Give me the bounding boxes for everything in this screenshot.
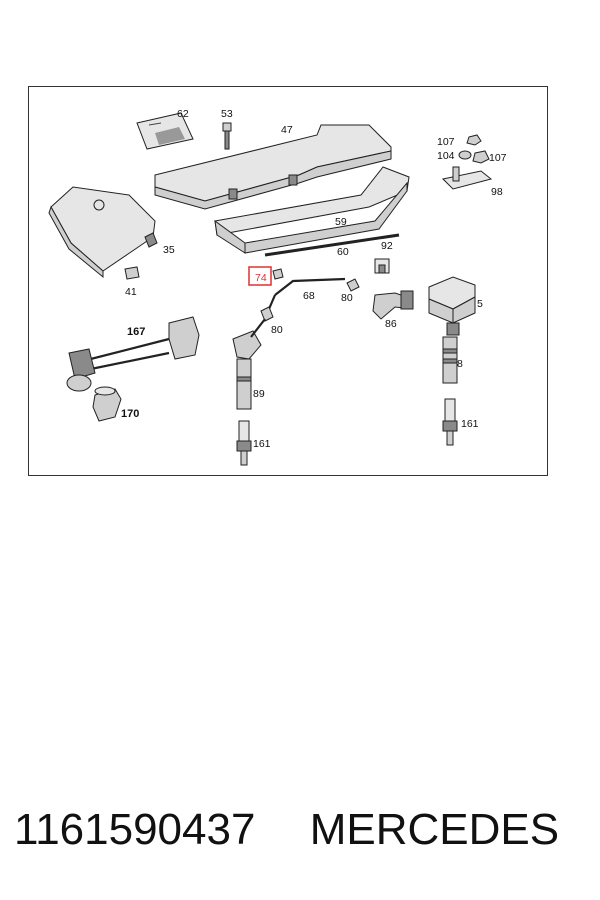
spark-plug-161-right[interactable] xyxy=(442,398,458,446)
ignition-lead-68[interactable] xyxy=(267,277,346,310)
bracket-98[interactable] xyxy=(441,166,493,190)
decal-plate-62[interactable] xyxy=(136,112,194,150)
callout-170[interactable]: 170 xyxy=(121,408,139,420)
cover-strip-59[interactable] xyxy=(214,166,410,254)
spark-lead-167[interactable] xyxy=(66,316,200,392)
callout-80-right[interactable]: 80 xyxy=(341,292,353,304)
footer-caption: 1161590437 MERCEDES xyxy=(14,800,586,860)
connector-80-right[interactable] xyxy=(346,278,360,292)
nut-107-upper[interactable] xyxy=(466,134,482,146)
cover-housing-35[interactable] xyxy=(48,186,158,279)
callout-104[interactable]: 104 xyxy=(437,150,455,162)
callout-98[interactable]: 98 xyxy=(491,186,503,198)
callout-86[interactable]: 86 xyxy=(385,318,397,330)
grommet-74[interactable] xyxy=(248,266,284,286)
nut-107-lower[interactable] xyxy=(472,150,490,164)
callout-92[interactable]: 92 xyxy=(381,240,393,252)
callout-59[interactable]: 59 xyxy=(335,216,347,228)
ignition-coil-5[interactable] xyxy=(428,276,476,336)
ignition-parts-diagram: 62 53 47 107 104 107 xyxy=(48,108,507,466)
callout-89[interactable]: 89 xyxy=(253,388,265,400)
plug-boot-170[interactable] xyxy=(92,386,122,422)
callout-68[interactable]: 68 xyxy=(303,290,315,302)
callout-47[interactable]: 47 xyxy=(281,124,293,136)
callout-107-upper[interactable]: 107 xyxy=(437,136,455,148)
washer-104[interactable] xyxy=(458,150,472,160)
callout-35[interactable]: 35 xyxy=(163,244,175,256)
callout-62[interactable]: 62 xyxy=(177,108,189,120)
callout-80-left[interactable]: 80 xyxy=(271,324,283,336)
strip-60[interactable] xyxy=(264,233,400,257)
callout-41[interactable]: 41 xyxy=(125,286,137,298)
brand-name: MERCEDES xyxy=(309,805,560,854)
callout-107-lower[interactable]: 107 xyxy=(489,152,507,164)
callout-161-left[interactable]: 161 xyxy=(253,438,271,450)
callout-8[interactable]: 8 xyxy=(457,358,463,370)
clip-92[interactable] xyxy=(374,258,390,274)
parts-diagram-frame: 62 53 47 107 104 107 xyxy=(28,86,548,476)
spark-plug-161-left[interactable] xyxy=(236,420,252,466)
callout-74[interactable]: 74 xyxy=(255,272,267,284)
plug-connector-89[interactable] xyxy=(232,318,266,410)
part-number: 1161590437 xyxy=(14,805,256,854)
cover-panel-47[interactable] xyxy=(154,124,392,210)
connector-80-left[interactable] xyxy=(260,306,274,322)
callout-53[interactable]: 53 xyxy=(221,108,233,120)
callout-5[interactable]: 5 xyxy=(477,298,483,310)
bolt-53[interactable] xyxy=(222,122,232,150)
plug-connector-86[interactable] xyxy=(372,290,414,320)
coil-boot-8[interactable] xyxy=(442,336,458,384)
clip-41[interactable] xyxy=(124,266,140,280)
callout-161-right[interactable]: 161 xyxy=(461,418,479,430)
callout-60[interactable]: 60 xyxy=(337,246,349,258)
highlight-box-74 xyxy=(248,266,272,286)
callout-167[interactable]: 167 xyxy=(127,326,145,338)
